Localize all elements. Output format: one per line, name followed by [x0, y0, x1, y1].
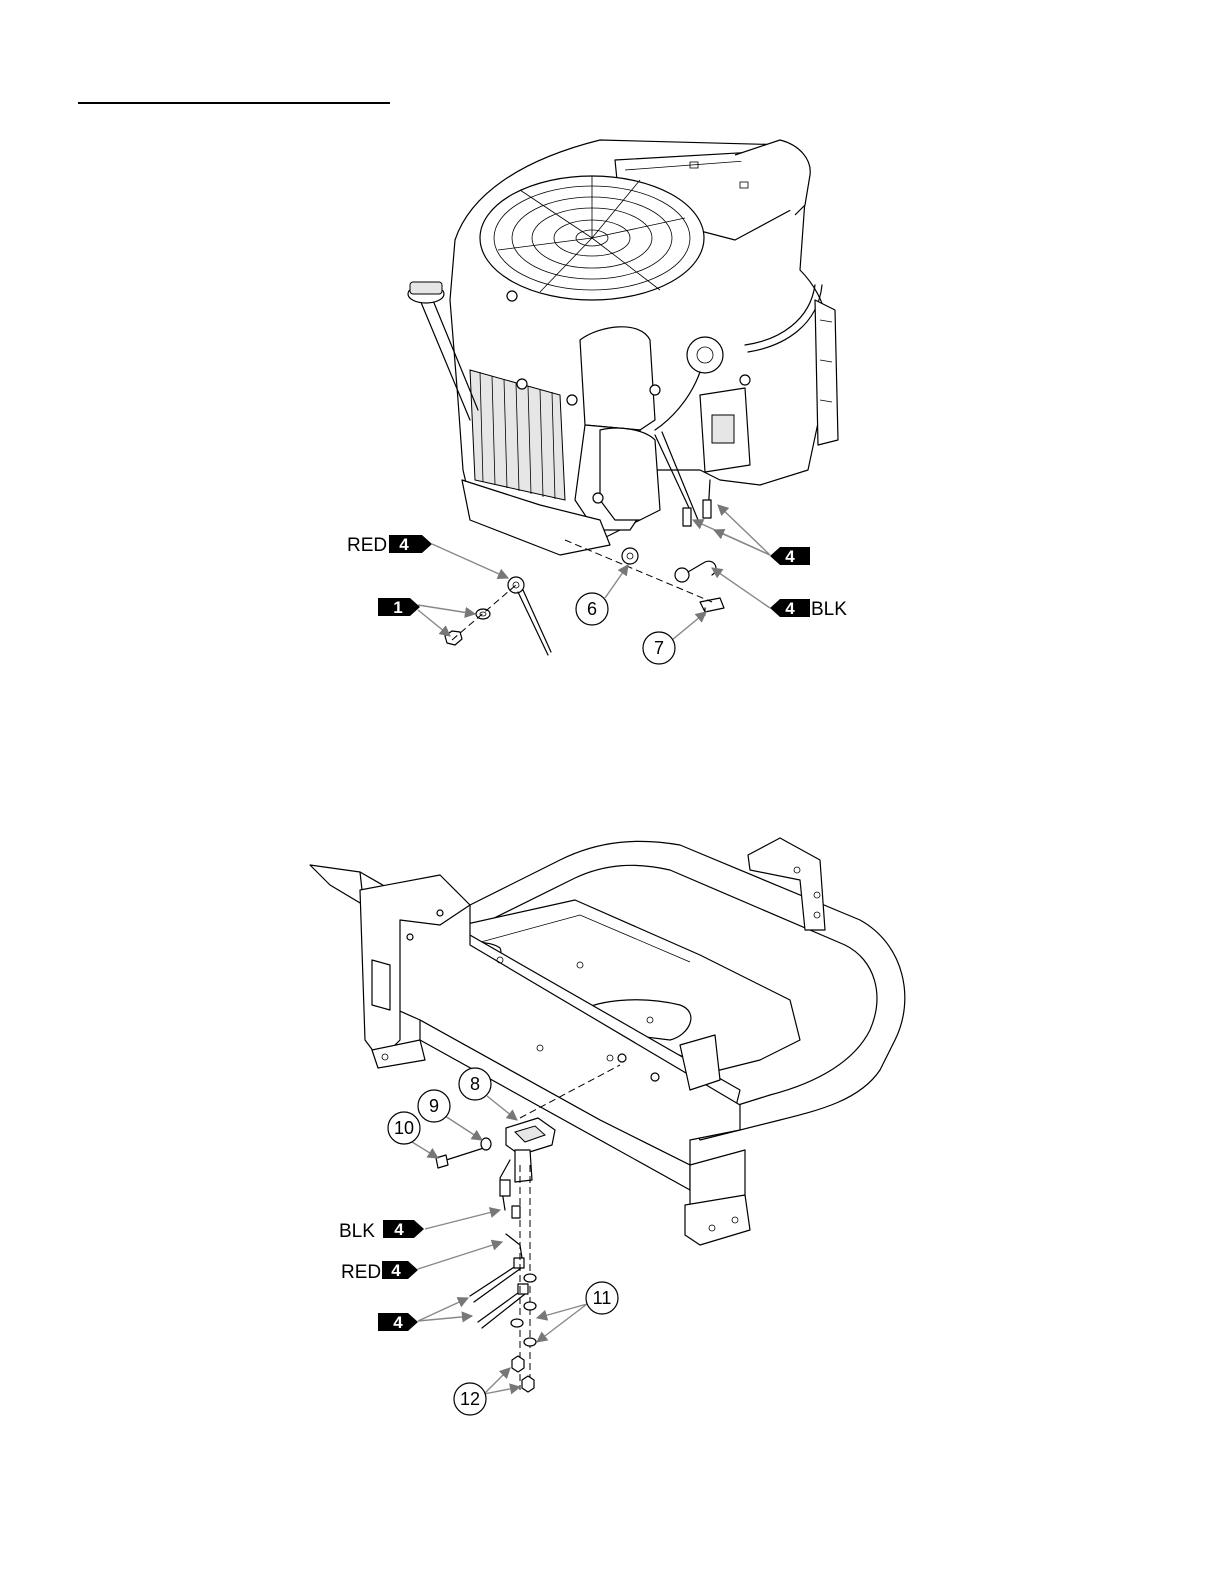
callout-item-11: 11 [586, 1282, 618, 1314]
callout-number: 7 [654, 638, 664, 658]
callout-item-12: 12 [454, 1383, 486, 1415]
callout-red-text: RED [347, 535, 387, 556]
callout-number: 10 [394, 1118, 414, 1138]
callout-item-7: 7 [643, 632, 675, 664]
callout-tag-4-left: 4 [378, 1313, 418, 1332]
callout-tag-number: 4 [785, 599, 795, 618]
callout-item-10: 10 [388, 1112, 420, 1144]
callout-blk-4-engine: 4 BLK [770, 599, 847, 620]
callout-blk-4-frame: BLK 4 [339, 1220, 424, 1242]
callout-tag-number: 1 [393, 598, 402, 617]
callout-tag-number: 4 [785, 547, 795, 566]
callout-red-4-engine: RED 4 [347, 535, 432, 556]
callout-tag-number: 4 [393, 1313, 403, 1332]
callout-number: 11 [593, 1288, 612, 1308]
callout-red-text: RED [341, 1262, 381, 1283]
callout-number: 9 [429, 1096, 439, 1116]
callout-item-6: 6 [576, 593, 608, 625]
callout-number: 8 [470, 1074, 480, 1094]
callout-tag-number: 4 [394, 1220, 404, 1239]
engine-illustration [408, 140, 838, 655]
callout-item-9: 9 [418, 1090, 450, 1122]
callout-tag-4-right: 4 [770, 547, 810, 566]
callout-blk-text: BLK [811, 599, 847, 620]
callout-red-4-frame: RED 4 [341, 1261, 418, 1283]
callout-tag-number: 4 [391, 1261, 401, 1280]
callout-number: 6 [587, 599, 597, 619]
callout-blk-text: BLK [339, 1221, 375, 1242]
callout-tag-number: 4 [399, 535, 409, 554]
frame-leader-lines [412, 1096, 587, 1394]
callout-tag-1: 1 [378, 598, 420, 617]
callout-number: 12 [460, 1389, 480, 1409]
callout-item-8: 8 [459, 1068, 491, 1100]
